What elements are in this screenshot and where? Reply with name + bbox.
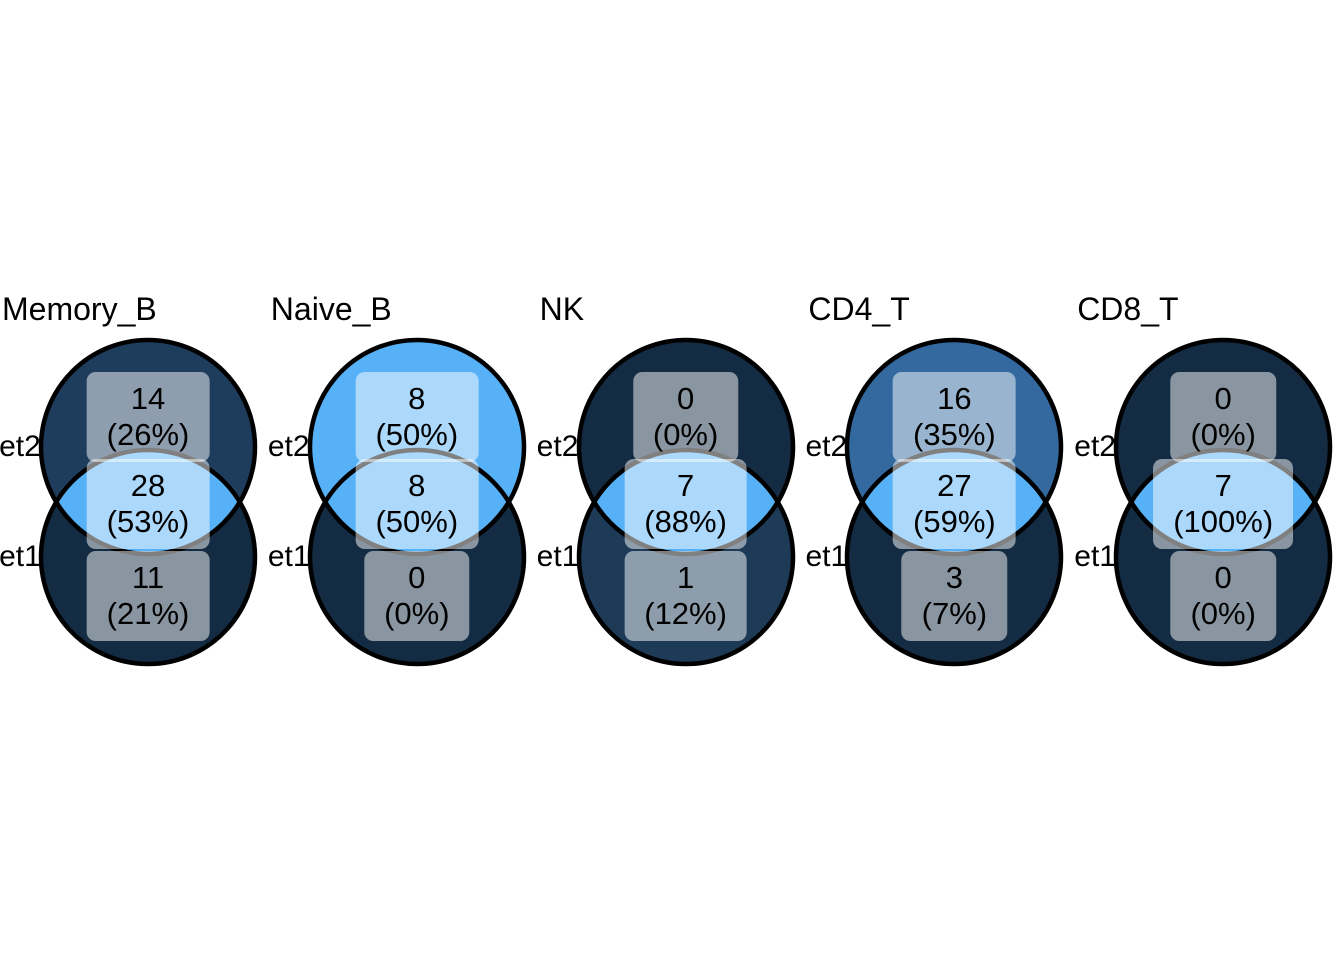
panel-title: NK (539, 291, 585, 327)
panel-title: CD8_T (1077, 291, 1179, 327)
venn-diagram: et2 et1 0 (0%) 7 (88%) 1 (12%) (538, 330, 807, 675)
set1-label: et1 (537, 540, 579, 573)
region-count: 1 (676, 560, 695, 595)
venn-panel-nk: NK et2 et1 0 (0%) 7 (88%) (538, 288, 807, 675)
region-count: 7 (1214, 468, 1232, 503)
region-count: 0 (1214, 560, 1232, 595)
set2-region-label: 16 (35%) (893, 372, 1016, 462)
venn-panel-naive-b: Naive_B et2 et1 8 (50%) 8 (50%) (269, 288, 538, 675)
region-percent: (100%) (1173, 504, 1274, 539)
region-count: 8 (408, 468, 426, 503)
set1-region-label: 0 (0%) (364, 551, 470, 641)
set1-region-label: 11 (21%) (86, 551, 210, 641)
set2-region-label: 0 (0%) (1170, 372, 1276, 462)
set1-label: et1 (0, 540, 41, 573)
set2-region-label: 14 (26%) (86, 372, 210, 462)
set2-label: et2 (268, 430, 310, 463)
venn-diagram: et2 et1 0 (0%) 7 (100%) 0 (0%) (1075, 330, 1344, 675)
region-count: 3 (945, 560, 964, 595)
venn-diagram: et2 et1 16 (35%) 27 (59%) 3 (7%) (806, 330, 1075, 675)
set1-region-label: 1 (12%) (624, 551, 747, 641)
region-count: 27 (937, 468, 972, 503)
set1-region-label: 3 (7%) (901, 551, 1008, 641)
panel-title: Naive_B (270, 291, 392, 327)
region-count: 16 (937, 381, 972, 416)
region-count: 11 (131, 560, 165, 595)
intersection-region-label: 7 (88%) (624, 459, 747, 549)
region-count: 14 (130, 381, 166, 416)
set1-label: et1 (1075, 540, 1116, 573)
region-count: 28 (130, 468, 166, 503)
intersection-region-label: 7 (100%) (1153, 459, 1294, 549)
region-percent: (0%) (384, 596, 450, 631)
intersection-region-label: 8 (50%) (355, 459, 479, 549)
set2-label: et2 (1075, 430, 1116, 463)
set2-label: et2 (806, 430, 848, 463)
venn-panel-memory-b: Memory_B et2 et1 14 (26%) 28 (53%) (0, 288, 269, 675)
intersection-region-label: 28 (53%) (86, 459, 210, 549)
set2-region-label: 8 (50%) (355, 372, 479, 462)
region-percent: (0%) (1190, 596, 1256, 631)
region-percent: (0%) (652, 417, 719, 452)
venn-panel-cd4-t: CD4_T et2 et1 16 (35%) 27 (59%) (806, 288, 1075, 675)
set2-region-label: 0 (0%) (632, 372, 739, 462)
region-count: 7 (676, 468, 695, 503)
region-percent: (0%) (1190, 417, 1256, 452)
region-count: 8 (408, 381, 426, 416)
region-percent: (50%) (375, 417, 459, 452)
panel-title: CD4_T (808, 291, 910, 327)
region-percent: (59%) (913, 504, 996, 539)
region-percent: (26%) (106, 417, 190, 452)
venn-panel-cd8-t: CD8_T et2 et1 0 (0%) 7 (100%) (1075, 288, 1344, 675)
region-percent: (7%) (921, 596, 988, 631)
set1-label: et1 (806, 540, 848, 573)
set2-label: et2 (0, 430, 41, 463)
panel-title: Memory_B (2, 291, 157, 327)
region-percent: (21%) (106, 596, 190, 631)
region-percent: (12%) (644, 596, 727, 631)
set1-label: et1 (268, 540, 310, 573)
venn-diagram: et2 et1 14 (26%) 28 (53%) 11 (21%) (0, 330, 269, 675)
region-count: 0 (1214, 381, 1232, 416)
region-percent: (50%) (375, 504, 459, 539)
region-percent: (35%) (913, 417, 996, 452)
set1-region-label: 0 (0%) (1170, 551, 1276, 641)
region-percent: (88%) (644, 504, 727, 539)
region-percent: (53%) (106, 504, 190, 539)
region-count: 0 (408, 560, 426, 595)
panel-row: Memory_B et2 et1 14 (26%) 28 (53%) (0, 288, 1344, 675)
region-count: 0 (676, 381, 695, 416)
intersection-region-label: 27 (59%) (893, 459, 1016, 549)
venn-diagram: et2 et1 8 (50%) 8 (50%) 0 (0%) (269, 330, 538, 675)
set2-label: et2 (537, 430, 579, 463)
